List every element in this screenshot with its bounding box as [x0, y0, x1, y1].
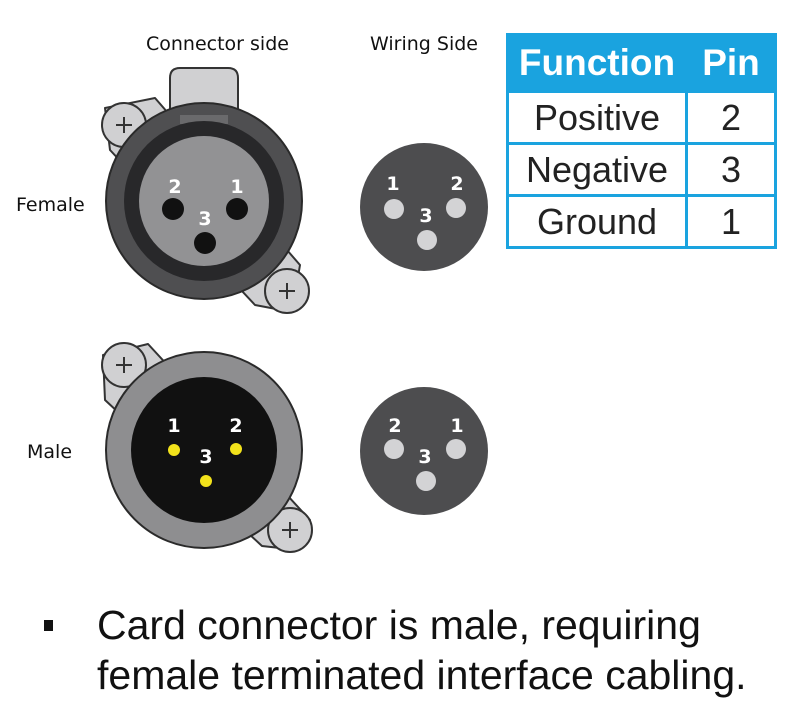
male-connector-pin-label: 3	[199, 446, 212, 468]
male-wiring-pin-label: 3	[418, 446, 431, 468]
cell-function: Negative	[506, 142, 688, 197]
female-connector-pin-label: 1	[230, 176, 243, 198]
table-row: Positive 2	[506, 90, 777, 145]
cell-pin: 1	[685, 194, 777, 249]
male-connector-pin-label: 2	[229, 415, 242, 437]
header-function: Function	[506, 33, 688, 93]
male-label: Male	[27, 441, 73, 463]
female-connector	[101, 67, 310, 314]
cell-function: Positive	[506, 90, 688, 145]
table-header-row: Function Pin	[506, 33, 777, 93]
female-connector-pin-label: 3	[198, 208, 211, 230]
cell-pin: 2	[685, 90, 777, 145]
table-row: Ground 1	[506, 194, 777, 249]
male-flange-screw-icon	[116, 357, 298, 538]
table-row: Negative 3	[506, 142, 777, 197]
female-wiring-pin-label: 1	[386, 173, 399, 195]
header-pin: Pin	[685, 33, 777, 93]
connector-side-label: Connector side	[146, 33, 289, 55]
male-connector-pin-label: 1	[167, 415, 180, 437]
cell-function: Ground	[506, 194, 688, 249]
female-connector-pin-label: 2	[168, 176, 181, 198]
male-wiring-pin-label: 1	[450, 415, 463, 437]
male-wiring	[360, 387, 488, 515]
female-wiring-pin-label: 2	[450, 173, 463, 195]
bullet-icon	[44, 620, 53, 631]
female-label: Female	[16, 194, 85, 216]
note-text: Card connector is male, requiring female…	[97, 602, 747, 698]
wiring-side-label: Wiring Side	[370, 33, 478, 55]
cell-pin: 3	[685, 142, 777, 197]
female-flange-screw-icon	[116, 117, 295, 299]
female-wiring	[360, 143, 488, 271]
male-wiring-pin-label: 2	[388, 415, 401, 437]
pin-function-table: Function Pin Positive 2 Negative 3 Groun…	[506, 33, 777, 249]
female-wiring-pin-label: 3	[419, 205, 432, 227]
